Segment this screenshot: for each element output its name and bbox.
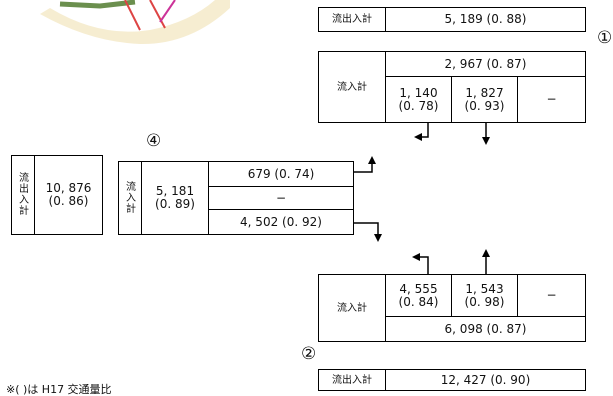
node2-inflow-label: 流入計 bbox=[337, 302, 367, 314]
map-illustration bbox=[40, 0, 230, 45]
node1-total-value: 5, 189 (0. 88) bbox=[385, 8, 585, 31]
node4-total-table: 流出入計 10, 876 (0. 86) bbox=[11, 155, 103, 235]
footnote: ※( )は H17 交通量比 bbox=[6, 383, 112, 396]
node1-total-table: 流出入計 5, 189 (0. 88) bbox=[318, 7, 586, 32]
node2-inflow-none: − bbox=[517, 275, 585, 316]
node2-inflow-table: 流入計 4, 555 (0. 84) 1, 543 (0. 98) − 6, 0… bbox=[318, 274, 586, 342]
node4-marker: ④ bbox=[146, 131, 162, 151]
node2-total-value: 12, 427 (0. 90) bbox=[385, 370, 585, 390]
node4-inflow-label: 流入計 bbox=[126, 181, 136, 215]
node1-inflow-none: − bbox=[517, 76, 585, 122]
node2-total-table: 流出入計 12, 427 (0. 90) bbox=[318, 369, 586, 391]
node2-total-label: 流出入計 bbox=[332, 374, 372, 386]
node1-marker: ① bbox=[597, 28, 613, 48]
node4-total-label: 流出入計 bbox=[19, 173, 29, 217]
node4-inflow-top: 679 (0. 74) bbox=[208, 162, 353, 186]
node4-inflow-table: 流入計 5, 181 (0. 89) 679 (0. 74) − 4, 502 … bbox=[118, 161, 354, 235]
node1-inflow-right: 1, 827 (0. 93) bbox=[451, 76, 517, 122]
node4-total-value: 10, 876 (0. 86) bbox=[34, 156, 102, 234]
node1-left-arrow bbox=[414, 123, 429, 141]
node1-inflow-total: 2, 967 (0. 87) bbox=[385, 52, 585, 76]
node4-bottom-arrow bbox=[354, 222, 382, 242]
node1-inflow-table: 流入計 2, 967 (0. 87) 1, 140 (0. 78) 1, 827… bbox=[318, 51, 586, 123]
node2-inflow-right: 1, 543 (0. 98) bbox=[451, 275, 517, 316]
node2-inflow-left: 4, 555 (0. 84) bbox=[385, 275, 451, 316]
node1-total-label: 流出入計 bbox=[332, 14, 372, 25]
node2-inflow-total: 6, 098 (0. 87) bbox=[385, 316, 585, 341]
node4-inflow-total: 5, 181 (0. 89) bbox=[141, 162, 208, 234]
node2-left-arrow bbox=[412, 253, 429, 274]
node1-inflow-left: 1, 140 (0. 78) bbox=[385, 76, 451, 122]
node4-top-arrow bbox=[354, 156, 376, 173]
node4-inflow-middle: − bbox=[208, 186, 353, 209]
node2-marker: ② bbox=[301, 344, 317, 364]
node4-inflow-bottom: 4, 502 (0. 92) bbox=[208, 209, 353, 234]
node1-inflow-label: 流入計 bbox=[337, 81, 367, 93]
